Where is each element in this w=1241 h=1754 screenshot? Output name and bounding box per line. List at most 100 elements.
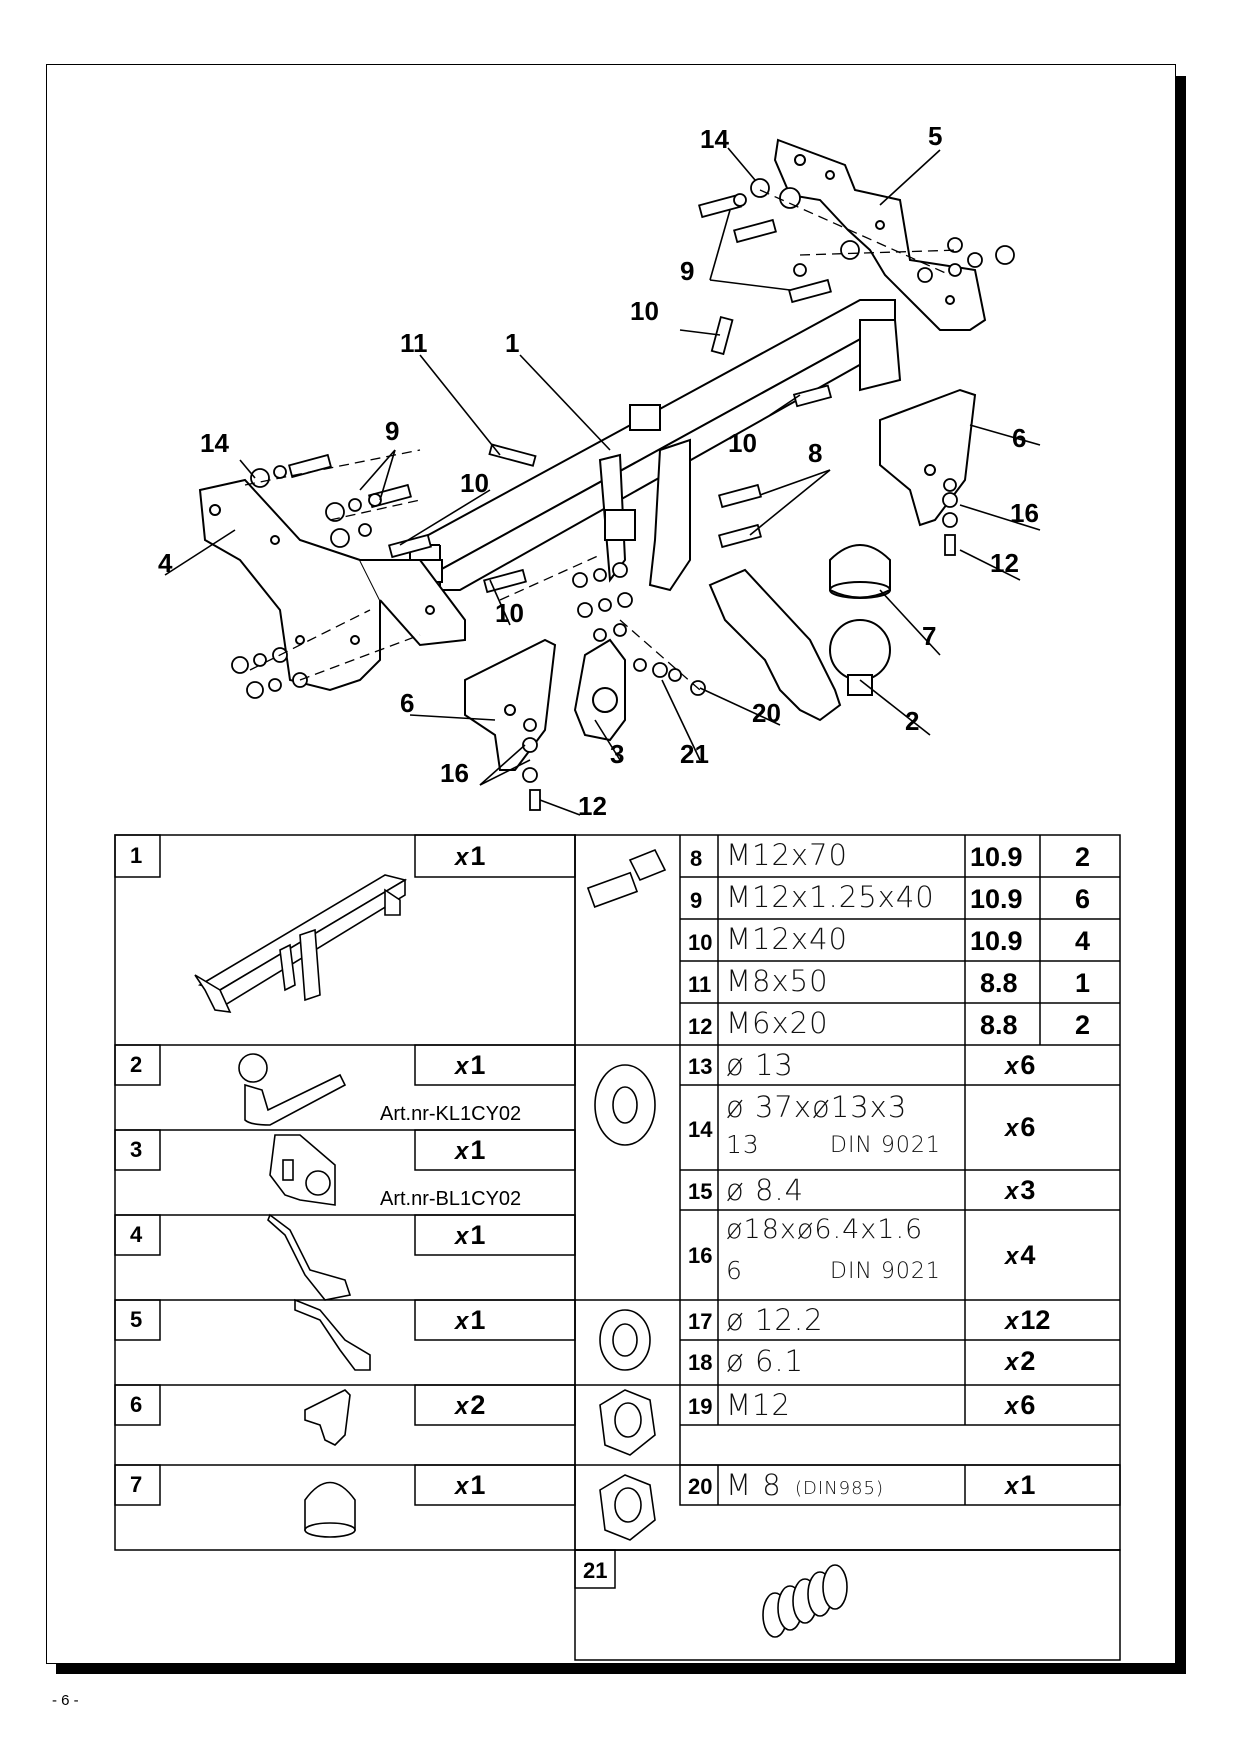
callout-11: 11 xyxy=(400,328,428,358)
washer-spec-din: DIN 9021 xyxy=(830,1133,941,1158)
callout-6-left: 6 xyxy=(400,688,414,718)
bolt-grade: 8.8 xyxy=(980,1010,1018,1040)
bolt-number: 8 xyxy=(690,846,703,871)
washer-number: 14 xyxy=(688,1117,713,1142)
part-quantity: x1 xyxy=(455,1135,486,1165)
callout-9-top: 9 xyxy=(680,256,694,286)
spring-washer-quantity: x2 xyxy=(1005,1346,1036,1376)
bolt-spec: M12x40 xyxy=(726,922,848,956)
article-number: Art.nr-KL1CY02 xyxy=(380,1103,522,1125)
spring-washer-spec: ø 12.2 xyxy=(726,1303,824,1337)
part-quantity: x1 xyxy=(455,1305,486,1335)
bolt-spec: M6x20 xyxy=(726,1006,829,1040)
callout-6-right: 6 xyxy=(1012,423,1026,453)
washer-number: 16 xyxy=(688,1243,713,1268)
callout-8: 8 xyxy=(808,438,822,468)
bolt-spec: M12x70 xyxy=(726,838,848,872)
callout-10-bottom: 10 xyxy=(495,598,524,628)
page-frame xyxy=(46,64,1176,1664)
bolt-count: 2 xyxy=(1075,1010,1091,1040)
washers-nuts-drawing xyxy=(231,178,1015,783)
bolt-count: 2 xyxy=(1075,842,1091,872)
washer-quantity: x3 xyxy=(1005,1175,1036,1205)
callout-4: 4 xyxy=(158,548,173,578)
washer-spec: ø 37xø13x3 xyxy=(726,1090,908,1124)
spring-washer-quantity: x12 xyxy=(1005,1305,1051,1335)
part-number: 4 xyxy=(130,1222,143,1247)
parts-table-grid xyxy=(114,834,1121,1661)
bolt-spec: M12x1.25x40 xyxy=(726,880,935,914)
spring-washer-spec: ø 6.1 xyxy=(726,1344,805,1378)
nut-spec: M12 xyxy=(726,1388,791,1422)
callout-7: 7 xyxy=(922,621,936,651)
callout-5: 5 xyxy=(928,121,942,151)
callout-3: 3 xyxy=(610,739,624,769)
washer-number: 13 xyxy=(688,1054,713,1079)
part-number: 2 xyxy=(130,1052,143,1077)
washer-spec: ø 8.4 xyxy=(726,1173,805,1207)
table-thumbnails xyxy=(194,848,848,1638)
thumb-crossbar-icon xyxy=(194,874,408,1013)
bolt-number: 11 xyxy=(688,972,712,997)
thumb-washer-icon xyxy=(594,1064,656,1146)
bolt-grade: 10.9 xyxy=(970,884,1023,914)
nut-spec: M 8 xyxy=(726,1468,782,1502)
spring-washer-number: 17 xyxy=(688,1309,713,1334)
thumb-nut-icon xyxy=(599,1389,656,1456)
nut-quantity: x1 xyxy=(1005,1470,1036,1500)
crossbar-drawing xyxy=(409,299,902,592)
washer-quantity: x6 xyxy=(1005,1050,1036,1080)
callout-16-left: 16 xyxy=(440,758,469,788)
thumb-spring-washer-icon xyxy=(599,1309,651,1371)
thumb-towball-icon xyxy=(238,1053,347,1126)
callout-2: 2 xyxy=(905,706,919,736)
right-bracket-drawing xyxy=(773,138,987,331)
thumb-ball-cap-icon xyxy=(304,1481,356,1538)
washer-spec-size: 6 xyxy=(726,1256,743,1285)
bolt-number: 10 xyxy=(688,930,713,955)
part-number: 3 xyxy=(130,1137,143,1162)
bolt-count: 4 xyxy=(1075,926,1091,956)
callout-10-left: 10 xyxy=(460,468,489,498)
spring-number: 21 xyxy=(583,1558,608,1583)
washer-quantity: x6 xyxy=(1005,1112,1036,1142)
bolt-grade: 8.8 xyxy=(980,968,1018,998)
thumb-socket-plate-icon xyxy=(269,1134,336,1206)
part-quantity: x1 xyxy=(455,841,486,871)
nut-number: 19 xyxy=(688,1394,713,1419)
ball-cap-drawing xyxy=(829,544,891,599)
spring-washer-number: 18 xyxy=(688,1350,713,1375)
bolt-count: 6 xyxy=(1075,884,1091,914)
part-quantity: x1 xyxy=(455,1050,486,1080)
callout-12-right: 12 xyxy=(990,548,1019,578)
callout-9-left: 9 xyxy=(385,416,399,446)
callout-20: 20 xyxy=(752,698,781,728)
nut-spec-standard: (DIN985) xyxy=(795,1478,885,1499)
thumb-bolt-icon xyxy=(586,848,667,908)
callout-10-middle: 10 xyxy=(728,428,757,458)
part-quantity: x1 xyxy=(455,1220,486,1250)
callout-labels: 14 5 9 10 11 1 14 9 10 10 8 6 16 12 4 10… xyxy=(158,121,1039,821)
bolt-count: 1 xyxy=(1075,968,1091,998)
washer-spec-size: 13 xyxy=(726,1130,760,1159)
part-number: 6 xyxy=(130,1392,143,1417)
thumb-locknut-icon xyxy=(599,1474,656,1541)
callout-14-left: 14 xyxy=(200,428,229,458)
thumb-plate-icon xyxy=(304,1389,351,1446)
callout-16-right: 16 xyxy=(1010,498,1039,528)
part-number: 1 xyxy=(130,843,143,868)
callout-21: 21 xyxy=(680,739,709,769)
washer-spec: ø 13 xyxy=(726,1048,794,1082)
page-number: - 6 - xyxy=(52,1692,79,1709)
thumb-left-bracket-icon xyxy=(267,1213,352,1301)
part-number: 5 xyxy=(130,1307,143,1332)
thumb-spring-icon xyxy=(762,1564,848,1638)
frame-shadow-right xyxy=(1176,76,1186,1674)
callout-12-left: 12 xyxy=(578,791,607,821)
bolt-spec: M8x50 xyxy=(726,964,829,998)
washer-spec: ø18xø6.4x1.6 xyxy=(726,1214,924,1245)
leader-lines xyxy=(164,147,1041,816)
nut-number: 20 xyxy=(688,1474,713,1499)
article-number: Art.nr-BL1CY02 xyxy=(380,1188,522,1210)
washer-spec-din: DIN 9021 xyxy=(830,1259,941,1284)
